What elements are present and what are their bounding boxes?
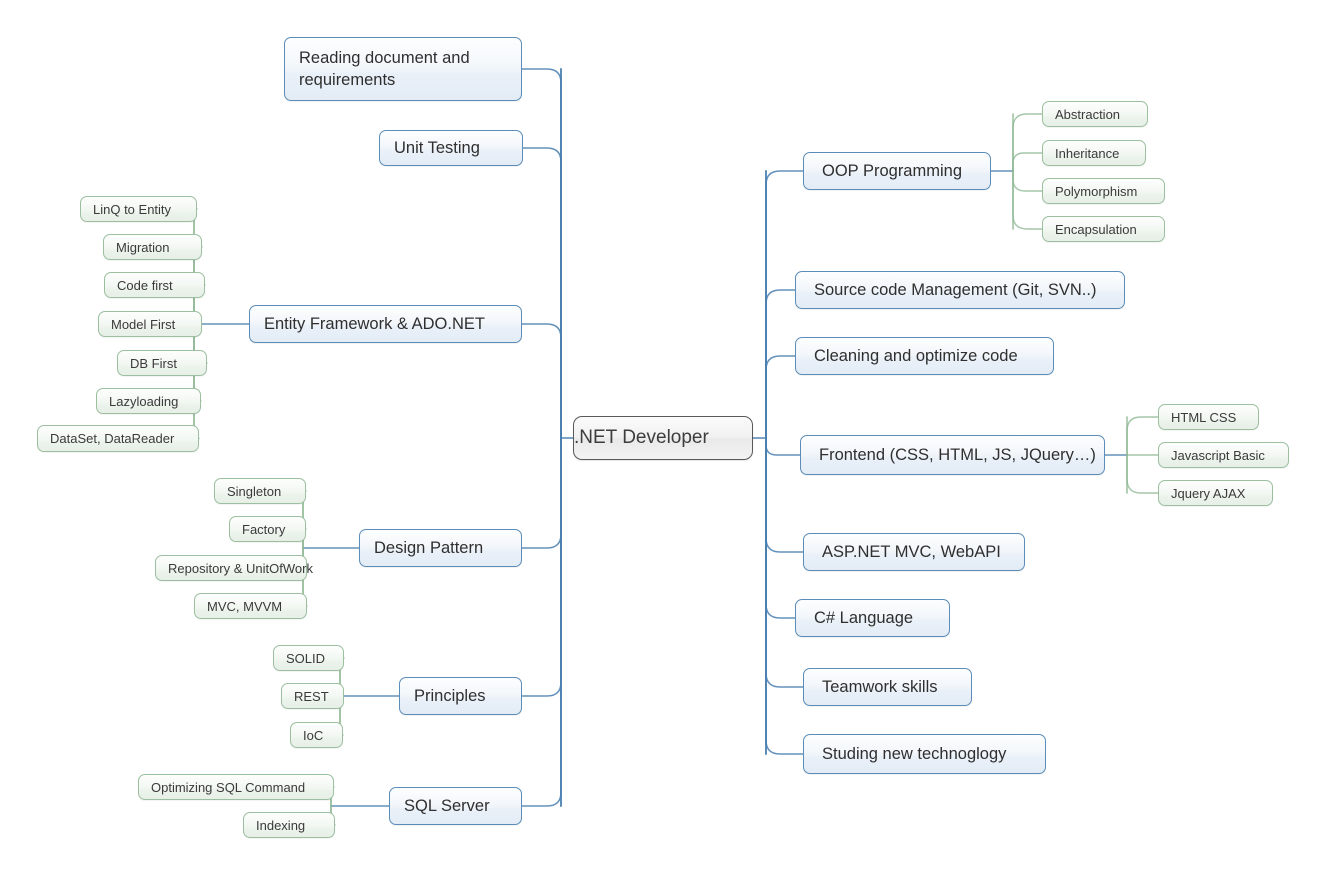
node-label: Migration: [116, 239, 170, 255]
node-jquery-ajax[interactable]: Jquery AJAX: [1158, 480, 1273, 506]
node-code-first[interactable]: Code first: [104, 272, 205, 298]
node-mvc-mvvm[interactable]: MVC, MVVM: [194, 593, 307, 619]
node-rest[interactable]: REST: [281, 683, 344, 709]
node-label: Lazyloading: [109, 393, 179, 409]
node-oop-programming[interactable]: OOP Programming: [803, 152, 991, 190]
node-label: Javascript Basic: [1171, 447, 1265, 463]
node-cleaning-and-optimize-code[interactable]: Cleaning and optimize code: [795, 337, 1054, 375]
node-label: Abstraction: [1055, 106, 1121, 122]
node-label: LinQ to Entity: [93, 201, 172, 217]
node-model-first[interactable]: Model First: [98, 311, 202, 337]
node-label: ASP.NET MVC, WebAPI: [822, 542, 1001, 561]
node-label: SQL Server: [404, 796, 490, 815]
node-label: Optimizing SQL Command: [151, 779, 306, 795]
node-indexing[interactable]: Indexing: [243, 812, 335, 838]
node-label: SOLID: [286, 650, 326, 666]
node-label: Model First: [111, 316, 176, 332]
node-label: Principles: [414, 686, 486, 705]
node-abstraction[interactable]: Abstraction: [1042, 101, 1148, 127]
node-label: C# Language: [814, 608, 914, 627]
node-label: Polymorphism: [1055, 183, 1138, 199]
node-inheritance[interactable]: Inheritance: [1042, 140, 1146, 166]
node-label: Cleaning and optimize code: [814, 346, 1018, 365]
node-sql-server[interactable]: SQL Server: [389, 787, 522, 825]
node-dataset-datareader[interactable]: DataSet, DataReader: [37, 425, 199, 452]
node-label: Unit Testing: [394, 138, 480, 157]
node-label: Design Pattern: [374, 538, 484, 557]
node-asp-net-mvc-webapi[interactable]: ASP.NET MVC, WebAPI: [803, 533, 1025, 571]
node-html-css[interactable]: HTML CSS: [1158, 404, 1259, 430]
node-label: Entity Framework & ADO.NET: [264, 314, 485, 333]
node-migration[interactable]: Migration: [103, 234, 202, 260]
node-label: Reading document and requirements: [299, 48, 470, 89]
node-label: Indexing: [256, 817, 306, 833]
node-label: Source code Management (Git, SVN..): [814, 280, 1097, 299]
node-javascript-basic[interactable]: Javascript Basic: [1158, 442, 1289, 468]
node-encapsulation[interactable]: Encapsulation: [1042, 216, 1165, 242]
node-reading-document-and-requirements[interactable]: Reading document and requirements: [284, 37, 522, 101]
node-polymorphism[interactable]: Polymorphism: [1042, 178, 1165, 204]
node-label: Studing new technoglogy: [822, 744, 1007, 763]
node-label: OOP Programming: [822, 161, 962, 180]
node-label: Inheritance: [1055, 145, 1120, 161]
node-label: Jquery AJAX: [1171, 485, 1246, 501]
node-factory[interactable]: Factory: [229, 516, 306, 542]
node-repository-unitofwork[interactable]: Repository & UnitOfWork: [155, 555, 313, 581]
node-label: REST: [294, 688, 329, 704]
node-label: Frontend (CSS, HTML, JS, JQuery…): [819, 445, 1096, 464]
node-solid[interactable]: SOLID: [273, 645, 344, 671]
node-label: Singleton: [227, 483, 282, 499]
node-optimizing-sql-command[interactable]: Optimizing SQL Command: [138, 774, 334, 800]
node-studing-new-technoglogy[interactable]: Studing new technoglogy: [803, 734, 1046, 774]
node-label: DataSet, DataReader: [50, 431, 175, 446]
node-principles[interactable]: Principles: [399, 677, 522, 715]
node-db-first[interactable]: DB First: [117, 350, 207, 376]
node-singleton[interactable]: Singleton: [214, 478, 306, 504]
node-lazyloading[interactable]: Lazyloading: [96, 388, 201, 414]
node-source-code-management[interactable]: Source code Management (Git, SVN..): [795, 271, 1125, 309]
node-ioc[interactable]: IoC: [290, 722, 343, 748]
node-design-pattern[interactable]: Design Pattern: [359, 529, 522, 567]
node-label: DB First: [130, 355, 177, 371]
node-unit-testing[interactable]: Unit Testing: [379, 130, 523, 166]
node-label: Repository & UnitOfWork: [168, 560, 313, 576]
node-teamwork-skills[interactable]: Teamwork skills: [803, 668, 972, 706]
node-label: MVC, MVVM: [207, 598, 283, 614]
node-entity-framework-and-ado-net[interactable]: Entity Framework & ADO.NET: [249, 305, 522, 343]
node-csharp-language[interactable]: C# Language: [795, 599, 950, 637]
node-label: Code first: [117, 277, 173, 293]
node-label: Factory: [242, 521, 286, 537]
node-linq-to-entity[interactable]: LinQ to Entity: [80, 196, 197, 222]
node-frontend[interactable]: Frontend (CSS, HTML, JS, JQuery…): [800, 435, 1105, 475]
node-label: Encapsulation: [1055, 221, 1137, 237]
node-label: .NET Developer: [574, 427, 709, 448]
node-label: HTML CSS: [1171, 409, 1237, 425]
node-label: Teamwork skills: [822, 677, 938, 696]
node-label: IoC: [303, 727, 324, 743]
node-undefined[interactable]: .NET Developer: [573, 416, 753, 460]
